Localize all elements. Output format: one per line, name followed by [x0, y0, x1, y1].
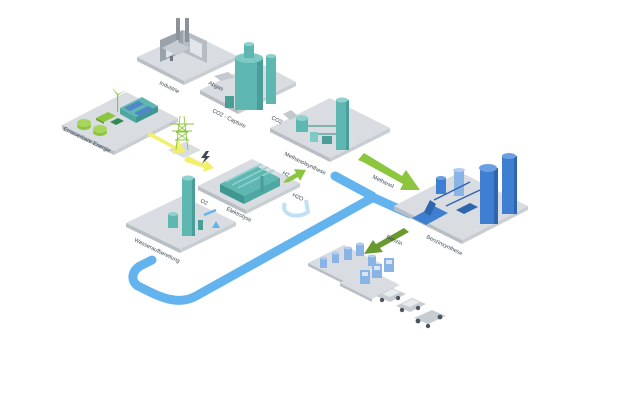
label-co2: CO2 — [270, 115, 283, 125]
race-car-icon — [414, 310, 446, 329]
arrow-methanol — [358, 153, 420, 190]
water-pipe — [128, 171, 377, 305]
fuel-pump-icon — [360, 258, 394, 284]
methanol-synthesis-plant-icon — [296, 97, 349, 150]
water-treatment-plant-icon — [168, 175, 203, 236]
arrow-o2 — [203, 208, 217, 217]
label-h2: H2 — [281, 170, 290, 179]
storage-tanks-icon — [320, 242, 376, 268]
arrow-benzin — [364, 228, 409, 254]
arrow-co2-grey-2 — [283, 110, 298, 120]
platform-industrie — [137, 33, 237, 81]
car-icon — [376, 288, 406, 303]
arrow-energy-yellow-2 — [184, 156, 214, 172]
arrow-co2-grey — [214, 72, 235, 81]
h2o-loop — [282, 199, 311, 218]
arrow-h2 — [283, 169, 306, 183]
lightning-icon — [201, 151, 210, 164]
label-industrie: Industrie — [158, 80, 180, 95]
arrow-h2o-up — [212, 221, 220, 228]
label-h2o: H2O — [291, 192, 305, 203]
platform-methanolsynthese — [270, 98, 390, 158]
car-icon-2 — [396, 298, 426, 313]
gasoline-synthesis-plant-icon — [412, 153, 517, 225]
factory-icon — [160, 18, 207, 63]
renewable-energy-icon — [77, 88, 158, 136]
arrow-energy-yellow — [146, 132, 186, 154]
co2-capture-tower-icon — [225, 42, 276, 110]
platform-wasseraufbereitung — [126, 196, 236, 249]
power-pylon-icon — [170, 115, 194, 151]
electrolyzer-icon — [220, 163, 280, 204]
label-o2: O2 — [199, 198, 208, 207]
